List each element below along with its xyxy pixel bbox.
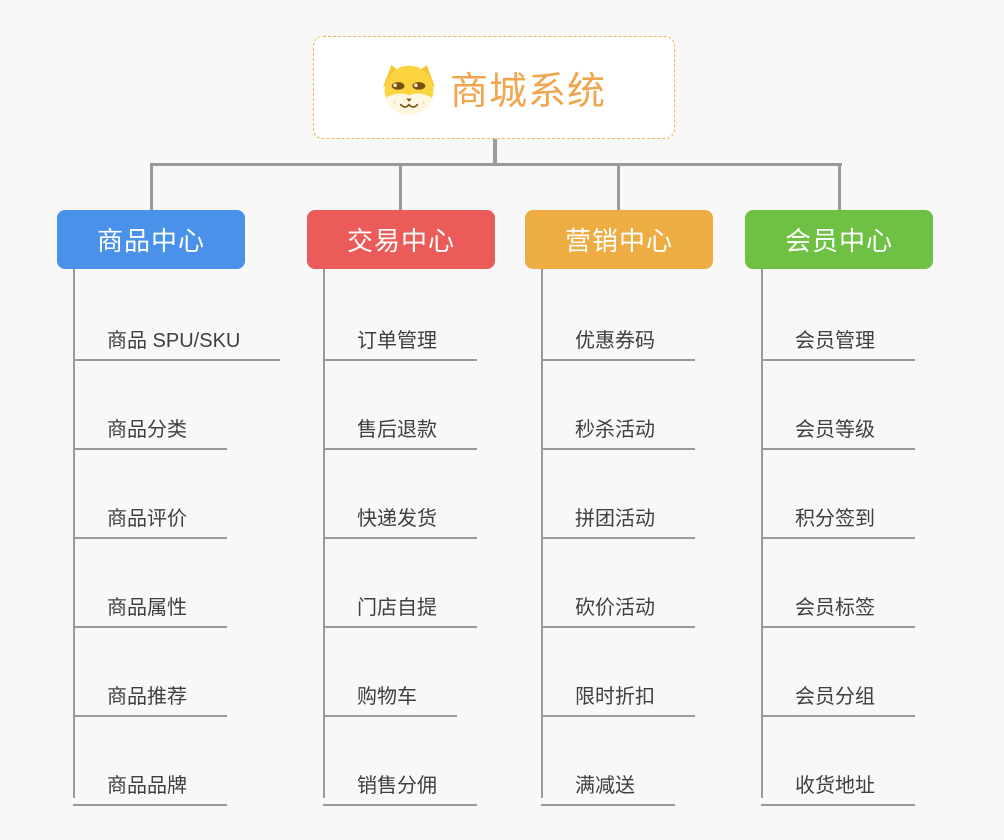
connector-drop	[838, 165, 841, 210]
branch-header-button[interactable]: 交易中心	[307, 210, 495, 269]
branch-header-button[interactable]: 商品中心	[57, 210, 245, 269]
connector-spine	[541, 269, 543, 798]
leaf-node[interactable]: 商品分类	[73, 402, 227, 450]
leaf-node[interactable]: 快递发货	[323, 491, 477, 539]
connector-bus	[150, 163, 842, 166]
leaf-node[interactable]: 秒杀活动	[541, 402, 695, 450]
connector-drop	[617, 165, 620, 210]
branch-title: 会员中心	[784, 226, 893, 256]
branch-header-button[interactable]: 会员中心	[745, 210, 933, 269]
leaf-node[interactable]: 优惠券码	[541, 313, 695, 361]
branch-title: 营销中心	[564, 226, 673, 256]
leaf-node[interactable]: 商品推荐	[73, 669, 227, 717]
root-node[interactable]: 商城系统	[313, 36, 675, 139]
leaf-node[interactable]: 商品 SPU/SKU	[73, 313, 281, 361]
connector-spine	[761, 269, 763, 798]
leaf-node[interactable]: 商品属性	[73, 580, 227, 628]
leaf-node[interactable]: 砍价活动	[541, 580, 695, 628]
branch-trade-center: 交易中心 订单管理售后退款快递发货门店自提购物车销售分佣	[307, 210, 537, 810]
connector-spine	[73, 269, 75, 798]
leaf-node[interactable]: 会员分组	[761, 669, 915, 717]
root-title: 商城系统	[449, 71, 606, 113]
leaf-node[interactable]: 售后退款	[323, 402, 477, 450]
leaf-node[interactable]: 商品评价	[73, 491, 227, 539]
connector-drop	[399, 165, 402, 210]
leaf-node[interactable]: 销售分佣	[323, 758, 477, 806]
branch-header-button[interactable]: 营销中心	[525, 210, 713, 269]
leaf-node[interactable]: 拼团活动	[541, 491, 695, 539]
leaf-node[interactable]: 商品品牌	[73, 758, 227, 806]
connector-spine	[323, 269, 325, 798]
leaf-node[interactable]: 订单管理	[323, 313, 477, 361]
leaf-node[interactable]: 会员管理	[761, 313, 915, 361]
leaf-node[interactable]: 会员等级	[761, 402, 915, 450]
leaf-node[interactable]: 收货地址	[761, 758, 915, 806]
leaf-node[interactable]: 购物车	[323, 669, 457, 717]
branch-marketing-center: 营销中心 优惠券码秒杀活动拼团活动砍价活动限时折扣满减送	[525, 210, 755, 810]
connector-root-stub	[493, 139, 497, 165]
leaf-node[interactable]: 积分签到	[761, 491, 915, 539]
branch-title: 商品中心	[96, 226, 205, 256]
leaf-node[interactable]: 限时折扣	[541, 669, 695, 717]
leaf-node[interactable]: 满减送	[541, 758, 675, 806]
connector-drop	[150, 165, 153, 210]
dog-face-icon	[383, 64, 435, 114]
branch-member-center: 会员中心 会员管理会员等级积分签到会员标签会员分组收货地址	[745, 210, 975, 810]
branch-title: 交易中心	[346, 226, 455, 256]
leaf-node[interactable]: 门店自提	[323, 580, 477, 628]
branch-goods-center: 商品中心 商品 SPU/SKU 商品分类商品评价商品属性商品推荐商品品牌	[57, 210, 287, 810]
leaf-node[interactable]: 会员标签	[761, 580, 915, 628]
